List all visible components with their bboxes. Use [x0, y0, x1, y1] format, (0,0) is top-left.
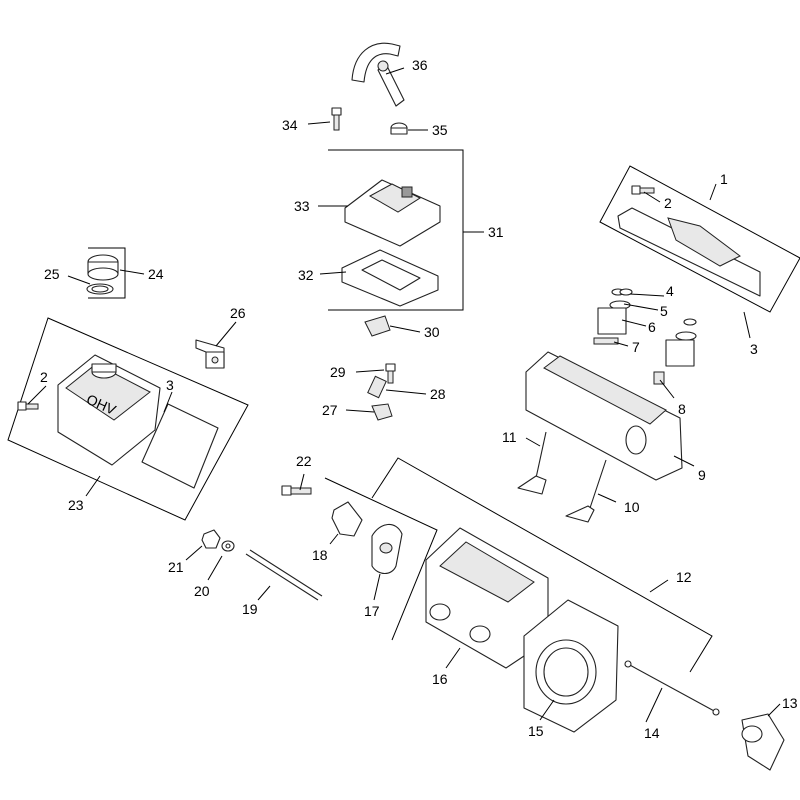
fill-cap-part: [86, 254, 119, 295]
clip-part: [371, 403, 393, 421]
head-gasket-part: [523, 599, 619, 733]
sleeve-part: [331, 501, 363, 537]
label-27: 27: [322, 402, 338, 418]
callout-labels: 36 34 35 33 31 32 30 29 28 27 26 25 24 2…: [40, 57, 798, 741]
cylinder-block-part: [425, 527, 549, 669]
label-32: 32: [298, 267, 314, 283]
rocker-arm-part: [371, 523, 403, 575]
valve-seal-part: [593, 337, 619, 345]
screw-part-34: [331, 107, 342, 131]
label-33: 33: [294, 198, 310, 214]
label-3-right: 3: [750, 341, 758, 357]
breather-tube-part: [351, 42, 405, 107]
label-21: 21: [168, 559, 184, 575]
label-16: 16: [432, 671, 448, 687]
label-24: 24: [148, 266, 164, 282]
label-2-left: 2: [40, 369, 48, 385]
screw-part-2-left: [17, 401, 39, 411]
label-10: 10: [624, 499, 640, 515]
label-29: 29: [330, 364, 346, 380]
label-35: 35: [432, 122, 448, 138]
label-17: 17: [364, 603, 380, 619]
label-12: 12: [676, 569, 692, 585]
label-14: 14: [644, 725, 660, 741]
stud-part: [245, 549, 323, 601]
label-5: 5: [660, 303, 668, 319]
label-6: 6: [648, 319, 656, 335]
reed-part: [364, 315, 391, 337]
label-23: 23: [68, 497, 84, 513]
label-15: 15: [528, 723, 544, 739]
label-26: 26: [230, 305, 246, 321]
label-18: 18: [312, 547, 328, 563]
cover-gasket-part: [141, 403, 219, 489]
washer-part: [221, 540, 235, 552]
label-8: 8: [678, 401, 686, 417]
label-30: 30: [424, 324, 440, 340]
label-9: 9: [698, 467, 706, 483]
valve-cover-part: OHV: [57, 354, 161, 466]
label-2-right: 2: [664, 195, 672, 211]
cylinder-head-part: [525, 351, 683, 481]
label-13: 13: [782, 695, 798, 711]
label-22: 22: [296, 453, 312, 469]
label-25: 25: [44, 266, 60, 282]
push-rod-part: [624, 660, 720, 716]
label-3-left: 3: [166, 377, 174, 393]
grommet-part: [390, 122, 408, 135]
label-31: 31: [488, 224, 504, 240]
leader-lines: [27, 67, 781, 723]
label-34: 34: [282, 117, 298, 133]
label-11: 11: [502, 429, 517, 445]
lifter-part: [741, 713, 785, 771]
label-20: 20: [194, 583, 210, 599]
valve-part-11: [517, 431, 547, 495]
label-1: 1: [720, 171, 728, 187]
label-7: 7: [632, 339, 640, 355]
nut-part: [201, 529, 221, 549]
screw-part-22: [281, 485, 312, 496]
label-28: 28: [430, 386, 446, 402]
valve-cap-part: [653, 371, 665, 385]
breather-cover-part: [344, 179, 441, 247]
valve-springs-part: [597, 288, 697, 367]
group-brackets: [7, 149, 800, 673]
label-19: 19: [242, 601, 258, 617]
breather-gasket-part: [341, 249, 439, 307]
screw-part-29: [385, 363, 396, 384]
fitting-part: [367, 375, 387, 399]
label-4: 4: [666, 283, 674, 299]
bracket-part-26: [195, 339, 225, 369]
rocker-cover-part: [617, 207, 761, 297]
valve-part-10: [565, 459, 607, 523]
label-36: 36: [412, 57, 428, 73]
screw-part-2-right: [631, 185, 655, 195]
